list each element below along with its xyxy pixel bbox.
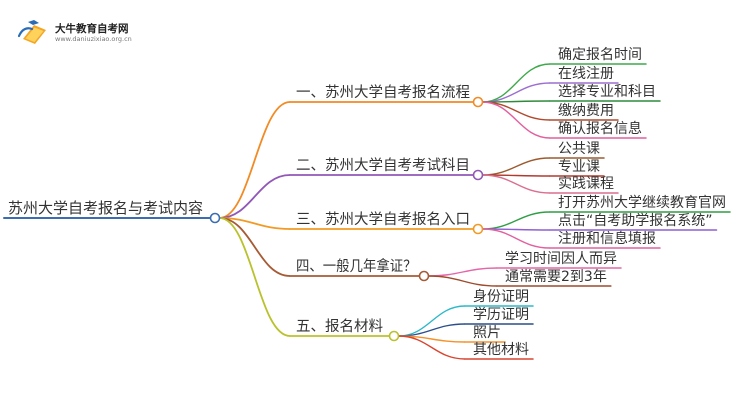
branch-3-child-1-label: 打开苏州大学继续教育官网 [558, 194, 726, 211]
book-logo-icon [17, 20, 46, 44]
branch-2-child-3-label: 实践课程 [558, 176, 614, 192]
branch-3-connector [219, 217, 291, 230]
branch-4-child-2-connector [428, 275, 498, 287]
branch-1-node-circle [472, 96, 484, 108]
branch-2-child-3-connector [482, 174, 551, 194]
branch-3-child-3-connector [482, 228, 551, 249]
branch-5-child-4-label: 其他材料 [473, 342, 529, 358]
connector-layer [219, 63, 551, 360]
branch-1-label: 一、苏州大学自考报名流程 [296, 84, 470, 101]
branch-4-node-circle [418, 270, 430, 282]
branch-4-child-1-label: 学习时间因人而异 [505, 251, 617, 267]
branch-3-child-1-connector [482, 211, 551, 230]
branch-1-child-2-connector [482, 82, 551, 103]
logo-url: www.daniuzixiao.org.cn [55, 35, 132, 43]
branch-3-node-circle [472, 223, 484, 235]
root-topic-label: 苏州大学自考报名与考试内容 [8, 199, 203, 217]
branch-3-label: 三、苏州大学自考报名入口 [296, 211, 470, 228]
logo-book-page [25, 27, 44, 42]
branch-1-child-5-connector [482, 101, 551, 139]
branch-3-child-2-label: 点击“自考助学报名系统” [558, 213, 713, 229]
branch-2-node-circle [472, 169, 484, 181]
branch-5-label: 五、报名材料 [296, 318, 383, 335]
branch-1-connector [219, 101, 291, 219]
branch-5-child-4-connector [398, 335, 466, 360]
branch-1-child-3-label: 选择专业和科目 [558, 84, 656, 100]
branch-5-connector [219, 217, 291, 337]
branch-2-connector [219, 174, 291, 219]
branch-2-child-2-label: 专业课 [558, 159, 600, 175]
branch-4-child-1-connector [428, 267, 498, 277]
logo-swoosh [17, 27, 34, 38]
branch-2-label: 二、苏州大学自考考试科目 [296, 157, 470, 174]
branch-1-child-1-label: 确定报名时间 [558, 47, 642, 63]
branch-1-child-1-connector [482, 63, 551, 103]
branch-5-child-1-connector [398, 305, 466, 337]
branch-4-connector [219, 217, 291, 277]
branch-5-child-3-label: 照片 [473, 325, 501, 341]
node-layer: 苏州大学自考报名与考试内容 一、苏州大学自考报名流程 确定报名时间在线注册选择专业和… [3, 47, 731, 360]
logo-cap [28, 20, 39, 25]
branch-4-label: 四、一般几年拿证？ [296, 257, 417, 275]
branch-3-child-3-label: 注册和信息填报 [558, 230, 656, 247]
branch-2-child-1-label: 公共课 [558, 141, 600, 157]
branch-4-child-2-label: 通常需要2到3年 [505, 269, 607, 285]
branch-1-child-5-label: 确认报名信息 [558, 120, 642, 137]
branch-5-child-1-label: 身份证明 [473, 289, 529, 305]
branch-1-child-2-label: 在线注册 [558, 66, 614, 82]
branch-5-child-2-label: 学历证明 [473, 307, 529, 323]
root-node-circle [209, 212, 221, 224]
branch-2-child-1-connector [482, 157, 551, 176]
branch-5-node-circle [388, 330, 400, 342]
logo-title: 大牛教育自考网 [55, 23, 129, 35]
branch-1-child-4-label: 缴纳费用 [558, 103, 614, 119]
branch-1-child-4-connector [482, 101, 551, 121]
